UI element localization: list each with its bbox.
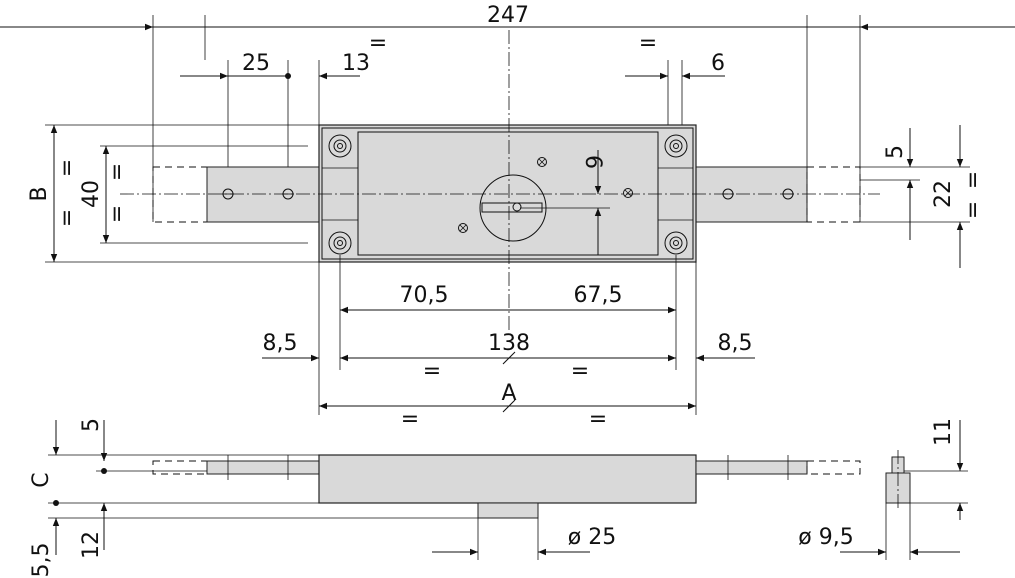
axis-to-right-label: 67,5 [574,283,623,308]
lock-body [318,124,697,263]
screw-icon [664,134,688,158]
total-length-dimension: 247 = = [0,3,1015,222]
equal-mark: = [105,163,130,181]
side-bottom-label: 5,5 [29,543,54,578]
screw-icon [328,231,352,255]
side-top-label: 5 [79,418,104,432]
left-height-dimensions: B = = 40 = = [27,124,319,263]
side-letter-label: C [29,472,54,487]
lock-plates [152,166,861,223]
left-to-axis-label: 70,5 [400,283,449,308]
center-lines [120,30,880,330]
equal-mark: = [401,407,419,432]
right-top-label: 5 [883,145,908,159]
equal-mark: = [369,31,387,56]
side-margin-right-label: 8,5 [718,331,753,356]
small-screw-icon [537,157,547,167]
equal-mark: = [589,407,607,432]
side-depth-label: 12 [79,531,104,559]
equal-mark: = [105,205,130,223]
equal-mark: = [55,159,80,177]
bolt-spacing-label: 25 [242,51,270,76]
pin-detail: 11 ø 9,5 [798,418,968,560]
small-screw-icon [458,223,468,233]
right-offset-label: 6 [711,51,725,76]
equal-mark: = [961,171,986,189]
hole-spacing-label: 40 [79,180,104,208]
equal-mark: = [55,209,80,227]
total-length-label: 247 [487,3,529,28]
equal-mark: = [639,31,657,56]
side-view-dimensions: 5 C 12 5,5 ø 25 [29,418,616,578]
cylinder-offset-label: 6 [580,155,605,169]
right-width-label: 22 [931,180,956,208]
pin-diameter-label: ø 9,5 [798,525,853,550]
right-height-dimensions: 5 22 = = [860,125,986,268]
equal-mark: = [961,201,986,219]
equal-mark: = [423,359,441,384]
left-bolt-dimensions: 25 13 [180,51,370,200]
side-view [152,454,861,519]
lower-horizontal-dimensions: 70,5 67,5 138 8,5 8,5 = = A = = [262,255,755,432]
right-offset-dimension: 6 [625,51,725,125]
screw-icon [328,134,352,158]
cylinder-offset-dimension: 6 [520,150,610,255]
inner-width-label: 138 [488,331,530,356]
screw-icon [664,231,688,255]
equal-mark: = [571,359,589,384]
height-letter-label: B [27,186,52,201]
small-screw-icon [623,188,633,198]
pin-height-label: 11 [931,418,956,446]
overall-letter-label: A [501,381,516,406]
side-margin-left-label: 8,5 [263,331,298,356]
cylinder-diameter-label: ø 25 [568,525,616,550]
left-offset-label: 13 [342,51,370,76]
